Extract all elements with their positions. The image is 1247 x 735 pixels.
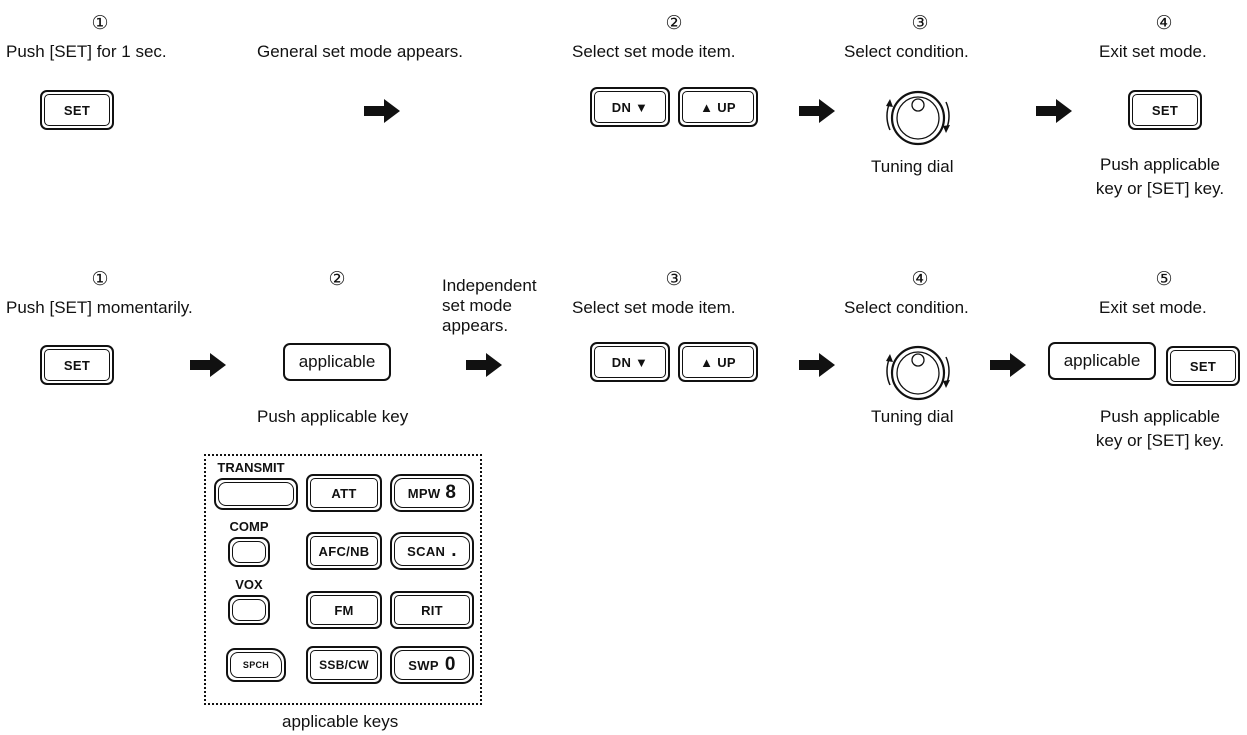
afcnb-key[interactable]: AFC/NB xyxy=(306,532,382,570)
swp-key[interactable]: SWP 0 xyxy=(390,646,474,684)
push-applicable-label: Push applicable key xyxy=(257,407,409,426)
up-key[interactable]: ▲ UP xyxy=(678,87,758,127)
b-step-1-label: Push [SET] momentarily. xyxy=(6,298,193,317)
vox-label: VOX xyxy=(235,577,263,592)
independent-line1: Independent xyxy=(442,276,537,295)
comp-label: COMP xyxy=(229,519,269,534)
exit-note-line2: key or [SET] key. xyxy=(1095,179,1225,198)
exit-note: Push applicable key or [SET] key. xyxy=(1070,153,1247,201)
fm-key-label: FM xyxy=(310,595,378,625)
exit-applicable-key[interactable]: applicable xyxy=(1048,342,1156,380)
b-exit-set-key-label: SET xyxy=(1170,350,1236,382)
b-set-key-label: SET xyxy=(44,349,110,381)
swp-key-digit: 0 xyxy=(444,654,456,675)
fm-key[interactable]: FM xyxy=(306,591,382,629)
b-step-1-number: ① xyxy=(91,269,109,290)
b-step-3-label: Select set mode item. xyxy=(572,298,736,317)
independent-line3: appears. xyxy=(442,316,509,335)
att-key[interactable]: ATT xyxy=(306,474,382,512)
b-exit-set-key[interactable]: SET xyxy=(1166,346,1240,386)
step-4-number: ④ xyxy=(1155,13,1173,34)
applicable-key[interactable]: applicable xyxy=(283,343,391,381)
b-exit-note-line2: key or [SET] key. xyxy=(1095,431,1225,450)
arrow-right-icon xyxy=(190,353,226,377)
arrow-right-icon xyxy=(799,353,835,377)
b-exit-note-line1: Push applicable xyxy=(1099,407,1221,426)
swp-key-inner: SWP 0 xyxy=(394,650,470,680)
step-3-label: Select condition. xyxy=(844,42,969,61)
general-set-mode-label: General set mode appears. xyxy=(257,42,464,61)
set-key-label: SET xyxy=(44,94,110,126)
mpw-key-digit: 8 xyxy=(445,482,457,503)
arrow-right-icon xyxy=(364,99,400,123)
b-step-4-number: ④ xyxy=(911,269,929,290)
step-1-label: Push [SET] for 1 sec. xyxy=(6,42,167,61)
mpw-key[interactable]: MPW 8 xyxy=(390,474,474,512)
independent-line2: set mode xyxy=(442,296,512,315)
scan-key[interactable]: SCAN . xyxy=(390,532,474,570)
b-step-4-label: Select condition. xyxy=(844,298,969,317)
ssbcw-key-label: SSB/CW xyxy=(310,650,378,680)
b-step-5-label: Exit set mode. xyxy=(1099,298,1207,317)
set-key[interactable]: SET xyxy=(40,90,114,130)
b-dn-key[interactable]: DN ▼ xyxy=(590,342,670,382)
b-up-key[interactable]: ▲ UP xyxy=(678,342,758,382)
tuning-dial-icon[interactable] xyxy=(874,327,962,415)
b-set-key[interactable]: SET xyxy=(40,345,114,385)
dn-key[interactable]: DN ▼ xyxy=(590,87,670,127)
swp-key-label: SWP xyxy=(408,657,439,673)
step-1-number: ① xyxy=(91,13,109,34)
arrow-right-icon xyxy=(799,99,835,123)
arrow-right-icon xyxy=(990,353,1026,377)
vox-key[interactable] xyxy=(228,595,270,625)
comp-key[interactable] xyxy=(228,537,270,567)
step-2-number: ② xyxy=(665,13,683,34)
afcnb-key-label: AFC/NB xyxy=(310,536,378,566)
arrow-right-icon xyxy=(1036,99,1072,123)
ssbcw-key[interactable]: SSB/CW xyxy=(306,646,382,684)
step-2-label: Select set mode item. xyxy=(572,42,736,61)
scan-key-inner: SCAN . xyxy=(394,536,470,566)
scan-key-digit: . xyxy=(451,540,457,561)
mpw-key-inner: MPW 8 xyxy=(394,478,470,508)
step-4-label: Exit set mode. xyxy=(1099,42,1207,61)
transmit-key[interactable] xyxy=(214,478,298,510)
tuning-dial-icon[interactable] xyxy=(874,72,962,160)
rit-key[interactable]: RIT xyxy=(390,591,474,629)
exit-set-key-label: SET xyxy=(1132,94,1198,126)
scan-key-label: SCAN xyxy=(407,543,446,559)
tuning-dial-caption: Tuning dial xyxy=(871,157,954,176)
rit-key-label: RIT xyxy=(394,595,470,625)
applicable-keys-box xyxy=(204,454,482,705)
spch-key-label: SPCH xyxy=(230,652,282,678)
arrow-right-icon xyxy=(466,353,502,377)
b-dn-key-label: DN ▼ xyxy=(594,346,666,378)
b-step-5-number: ⑤ xyxy=(1155,269,1173,290)
att-key-label: ATT xyxy=(310,478,378,508)
independent-set-mode-label: Independent set mode appears. xyxy=(442,276,537,336)
spch-key[interactable]: SPCH xyxy=(226,648,286,682)
exit-set-key[interactable]: SET xyxy=(1128,90,1202,130)
b-up-key-label: ▲ UP xyxy=(682,346,754,378)
up-key-label: ▲ UP xyxy=(682,91,754,123)
mpw-key-label: MPW xyxy=(407,485,441,501)
applicable-keys-caption: applicable keys xyxy=(282,712,399,731)
b-step-2-number: ② xyxy=(328,269,346,290)
step-3-number: ③ xyxy=(911,13,929,34)
b-exit-note: Push applicable key or [SET] key. xyxy=(1070,405,1247,453)
transmit-label: TRANSMIT xyxy=(217,460,285,475)
b-step-3-number: ③ xyxy=(665,269,683,290)
exit-note-line1: Push applicable xyxy=(1099,155,1221,174)
dn-key-label: DN ▼ xyxy=(594,91,666,123)
b-tuning-dial-caption: Tuning dial xyxy=(871,407,954,426)
